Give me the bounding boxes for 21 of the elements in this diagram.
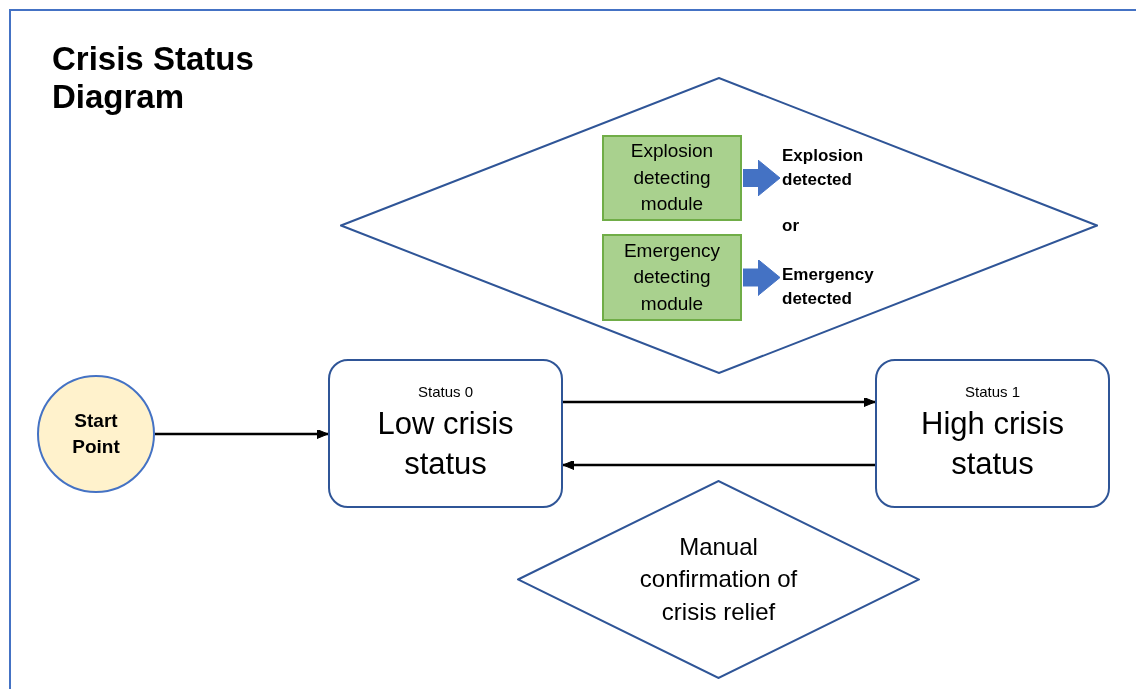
block-arrow	[743, 159, 781, 197]
module-box	[602, 234, 742, 321]
module-box	[602, 135, 742, 221]
status-name: High crisis status	[920, 404, 1065, 483]
block-arrow	[743, 259, 781, 296]
node-label: Manual confirmation of crisis relief	[638, 531, 799, 627]
result-text: Emergency detected	[782, 264, 902, 310]
arrow	[562, 460, 875, 470]
result-text: Explosion detected	[782, 145, 902, 191]
arrow	[155, 429, 329, 439]
title: Crisis Status Diagram	[52, 40, 255, 116]
state-box	[875, 359, 1110, 508]
status-number: Status 1	[964, 382, 1020, 400]
status-name: Low crisis status	[376, 404, 515, 483]
arrow	[563, 397, 876, 407]
state-box	[328, 359, 563, 508]
connector-word: or	[782, 216, 799, 236]
status-number: Status 0	[417, 382, 473, 400]
node-label: Emergency detecting module	[622, 238, 722, 316]
node-label: Explosion detecting module	[629, 139, 715, 217]
node-label: Start Point	[71, 409, 121, 459]
